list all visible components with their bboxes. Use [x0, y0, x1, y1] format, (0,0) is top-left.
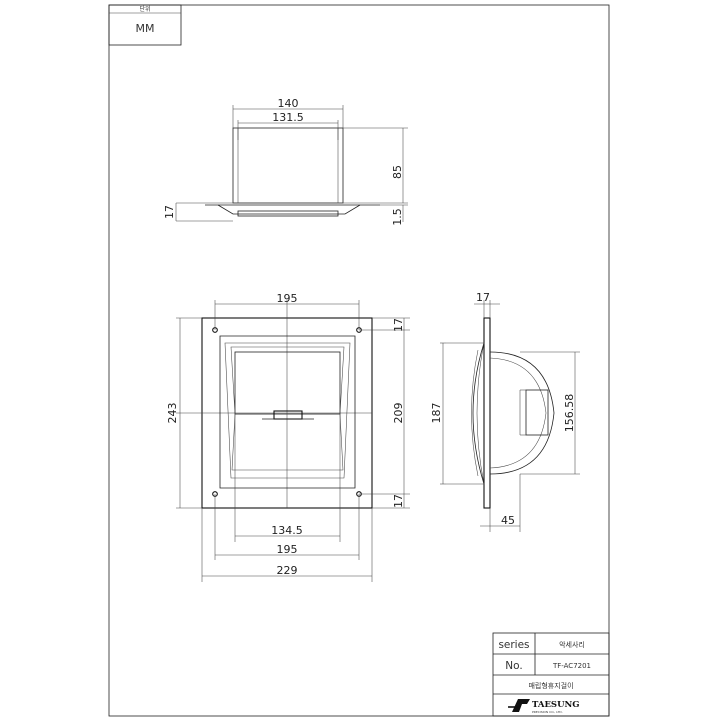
top-view: 140 131.5 85 1.5 17 [163, 97, 408, 226]
no-value: TF-AC7201 [552, 662, 591, 670]
dim-front-209: 209 [392, 403, 405, 424]
no-label: No. [505, 660, 522, 672]
logo-text: TAESUNG [532, 700, 580, 710]
dim-front-243: 243 [166, 403, 179, 424]
product-description: 매립형휴지걸이 [528, 681, 573, 690]
unit-box: 단위 MM [108, 4, 182, 46]
dim-front-195-top: 195 [277, 292, 298, 305]
dim-side-17: 17 [476, 291, 490, 304]
title-block: series 악세사리 No. TF-AC7201 매립형휴지걸이 TAESUN… [492, 632, 610, 717]
dim-front-195-bottom: 195 [277, 543, 298, 556]
logo-subtext: PRECISION CO., LTD. [532, 710, 563, 714]
dim-side-187: 187 [430, 403, 443, 424]
dim-front-17-top: 17 [392, 318, 405, 332]
unit-value: MM [136, 22, 155, 35]
dim-top-1-5: 1.5 [391, 208, 404, 226]
dim-top-131-5: 131.5 [272, 111, 304, 124]
sheet-border [108, 4, 610, 717]
series-label: series [498, 639, 529, 651]
dim-side-45: 45 [501, 514, 515, 527]
unit-label: 단위 [139, 5, 150, 13]
dim-front-134-5: 134.5 [271, 524, 303, 537]
side-view: 17 187 156.58 45 [430, 291, 580, 532]
front-view: 195 243 17 209 17 134.5 195 229 [166, 292, 410, 582]
dim-side-156-58: 156.58 [563, 394, 576, 433]
dim-top-17: 17 [163, 205, 176, 219]
dim-top-85: 85 [391, 165, 404, 179]
dim-top-140: 140 [278, 97, 299, 110]
taesung-logo: TAESUNG PRECISION CO., LTD. [508, 699, 580, 714]
dim-front-17-bottom: 17 [392, 494, 405, 508]
series-value: 악세사리 [559, 640, 585, 649]
dim-front-229: 229 [277, 564, 298, 577]
